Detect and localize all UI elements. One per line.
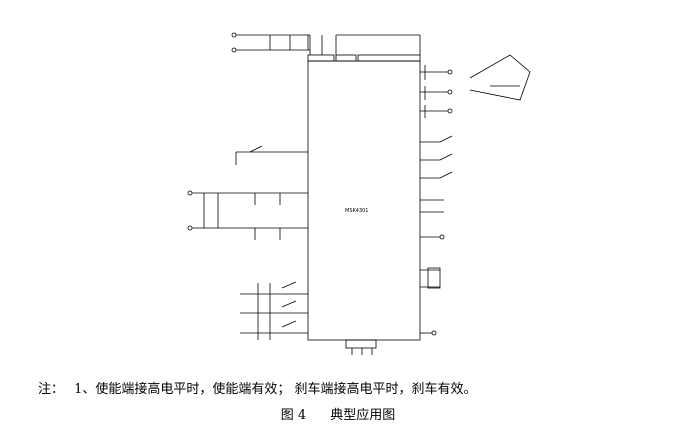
ic-label: MSK4301 [345,208,369,214]
top-pin-header [307,54,421,62]
note-text: 1、使能端接高电平时，使能端有效； 刹车端接高电平时，刹车有效。 [74,382,477,397]
left-supply [187,190,308,240]
supply-lines [231,32,421,55]
figure-title: 典型应用图 [330,408,396,423]
figure-number: 图 4 [280,408,307,423]
figure-caption: 图 4 典型应用图 [0,404,676,423]
bottom-pins [345,339,377,355]
note-prefix: 注： [38,382,65,397]
usage-note: 注： 1、使能端接高电平时，使能端有效； 刹车端接高电平时，刹车有效。 [38,378,483,397]
control-switches [420,135,453,240]
schematic-diagram: MSK4301 [187,32,531,355]
right-bottom-components [420,267,441,336]
motor-outputs [420,54,531,118]
left-input [235,145,308,165]
ic-body [307,60,421,341]
hall-inputs [240,281,308,340]
